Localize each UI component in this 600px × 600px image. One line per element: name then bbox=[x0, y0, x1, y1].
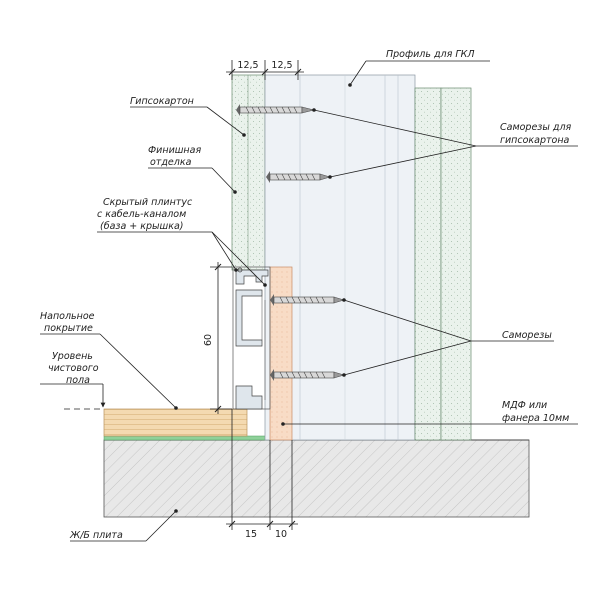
floor-covering bbox=[103, 408, 248, 437]
label-slab: Ж/Б плита bbox=[69, 530, 123, 541]
concrete-slab bbox=[103, 439, 530, 518]
label-screws-drywall-line2: гипсокартона bbox=[500, 135, 570, 146]
label-level-line1: Уровень bbox=[52, 351, 93, 362]
label-screws: Саморезы bbox=[502, 330, 552, 341]
dim-top-right: 12,5 bbox=[271, 60, 292, 71]
label-hidden-line3: (база + крышка) bbox=[100, 221, 184, 232]
underlay-layer bbox=[103, 435, 270, 441]
leader-lines bbox=[40, 60, 578, 542]
screw-mdf-2 bbox=[270, 369, 345, 381]
label-mdf-line1: МДФ или bbox=[502, 400, 547, 411]
hidden-baseboard-profile bbox=[232, 266, 271, 410]
label-finish-line1: Финишная bbox=[148, 145, 201, 156]
screw-drywall-2 bbox=[266, 171, 331, 183]
label-floor-line1: Напольное bbox=[40, 311, 95, 322]
label-level-line2: чистового bbox=[48, 363, 99, 374]
label-hidden-line2: с кабель-каналом bbox=[97, 209, 186, 220]
label-hidden-line1: Скрытый плинтус bbox=[103, 197, 193, 208]
bottom-dimension: 15 10 bbox=[226, 409, 298, 540]
height-dimension: 60 bbox=[203, 262, 232, 414]
dim-top-left: 12,5 bbox=[237, 60, 258, 71]
screw-mdf-1 bbox=[270, 294, 345, 306]
label-finish-line2: отделка bbox=[150, 157, 192, 168]
dim-bottom-left: 15 bbox=[245, 529, 257, 540]
label-drywall: Гипсокартон bbox=[130, 96, 194, 107]
wall-assembly bbox=[231, 74, 472, 441]
screw-drywall-1 bbox=[236, 104, 315, 116]
dim-height: 60 bbox=[203, 334, 214, 346]
label-profile-gkl: Профиль для ГКЛ bbox=[386, 49, 475, 60]
label-mdf-line2: фанера 10мм bbox=[502, 413, 569, 424]
label-floor-line2: покрытие bbox=[44, 323, 93, 334]
dim-bottom-right: 10 bbox=[275, 529, 287, 540]
top-dimension: 12,5 12,5 bbox=[226, 60, 304, 80]
label-level-line3: пола bbox=[66, 375, 90, 386]
mdf-strip bbox=[269, 266, 293, 441]
label-screws-drywall-line1: Саморезы для bbox=[500, 122, 572, 133]
